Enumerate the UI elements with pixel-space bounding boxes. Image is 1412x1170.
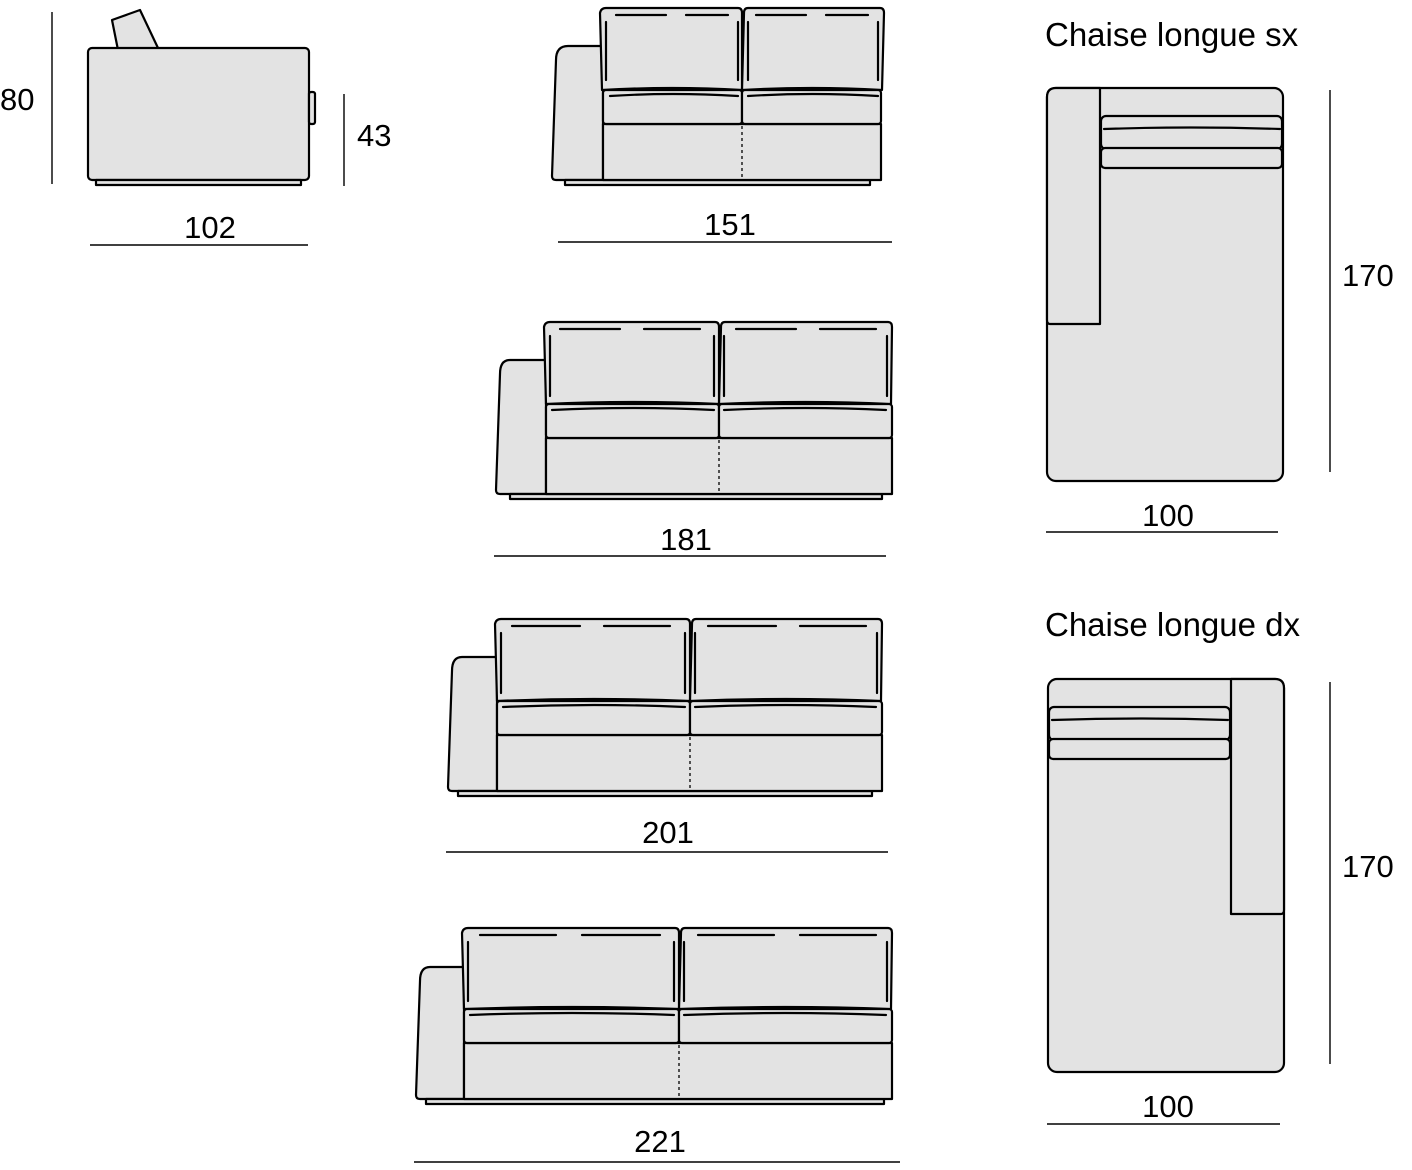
side-view-backrest bbox=[110, 8, 160, 52]
side-view-body bbox=[86, 46, 311, 182]
chaise-back-cushion bbox=[1099, 114, 1284, 151]
height-label: 80 bbox=[0, 82, 34, 117]
sofa-back-cushion-right bbox=[717, 320, 894, 406]
chaise-length-label: 170 bbox=[1342, 258, 1394, 293]
cushion-seam bbox=[499, 624, 879, 709]
chaise-longue-sx: Chaise longue sx 170 100 bbox=[1045, 16, 1394, 533]
chaise-length-label: 170 bbox=[1342, 849, 1394, 884]
chaise-back-cushion-seam bbox=[1102, 126, 1282, 131]
chaise-width-label: 100 bbox=[1142, 498, 1194, 533]
chaise-back-cushion-edge bbox=[1099, 146, 1284, 170]
depth-label: 102 bbox=[184, 210, 236, 245]
side-view: 80 43 102 bbox=[0, 8, 391, 246]
sofa-seat-front bbox=[462, 1041, 894, 1101]
sofa-armrest bbox=[550, 44, 605, 182]
sofa-181: 181 bbox=[494, 320, 894, 557]
sofa-seat-cushion-right bbox=[677, 1007, 894, 1045]
sofa-armrest bbox=[414, 965, 466, 1101]
sofa-armrest bbox=[494, 358, 548, 496]
seat-height-label: 43 bbox=[357, 118, 391, 153]
chaise-back-cushion bbox=[1047, 705, 1232, 742]
sofa-back-cushion-left bbox=[598, 6, 744, 92]
chaise-sx-title: Chaise longue sx bbox=[1045, 16, 1299, 53]
sofa-201: 201 bbox=[446, 617, 888, 853]
chaise-back-cushion-seam bbox=[1050, 717, 1230, 722]
sofa-back-cushion-left bbox=[542, 320, 721, 406]
sofa-seat-cushion-right bbox=[688, 699, 884, 737]
chaise-armrest bbox=[1229, 677, 1286, 916]
sofa-back-cushion-left bbox=[493, 617, 692, 703]
chaise-back-cushion-edge bbox=[1047, 737, 1232, 761]
sofa-armrest bbox=[446, 655, 499, 793]
sofa-seat-cushion-right bbox=[717, 402, 894, 440]
cushion-seam bbox=[466, 933, 889, 1017]
sofa-151: 151 bbox=[550, 6, 892, 243]
sofa-seat-cushion-right bbox=[740, 88, 883, 126]
sofa-back-cushion-right bbox=[740, 6, 886, 92]
chaise-armrest bbox=[1045, 86, 1102, 326]
sofa-221: 221 bbox=[414, 926, 900, 1163]
side-view-cushion-edge bbox=[307, 90, 317, 126]
sofa-width-label: 221 bbox=[634, 1124, 686, 1159]
chaise-dx-title: Chaise longue dx bbox=[1045, 606, 1301, 643]
sofa-back-cushion-right bbox=[677, 926, 894, 1011]
chaise-width-label: 100 bbox=[1142, 1089, 1194, 1124]
side-view-base bbox=[94, 178, 303, 187]
sofa-width-label: 151 bbox=[704, 207, 756, 242]
sofa-back-cushion-left bbox=[460, 926, 681, 1011]
cushion-seam bbox=[604, 13, 880, 98]
sofa-width-label: 181 bbox=[660, 522, 712, 557]
cushion-seam bbox=[548, 327, 889, 412]
chaise-longue-dx: Chaise longue dx 170 100 bbox=[1045, 606, 1394, 1125]
sofa-back-cushion-right bbox=[688, 617, 884, 703]
sofa-width-label: 201 bbox=[642, 815, 694, 850]
